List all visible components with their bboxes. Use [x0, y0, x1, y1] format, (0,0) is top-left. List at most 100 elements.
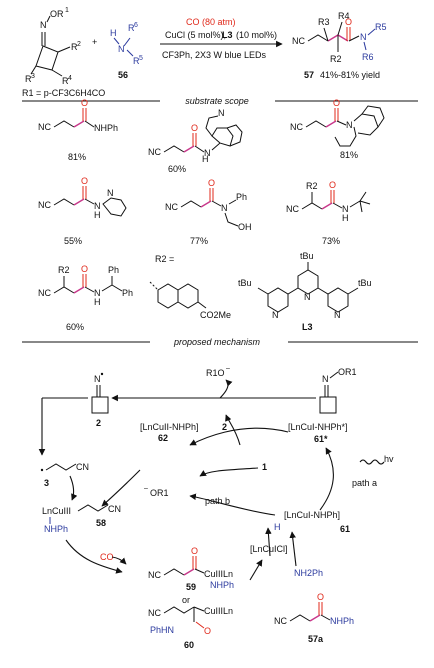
svg-text:R: R — [133, 56, 140, 66]
svg-text:R3: R3 — [318, 17, 330, 27]
svg-text:62: 62 — [158, 433, 168, 443]
svg-text:N: N — [94, 201, 101, 211]
svg-text:PhHN: PhHN — [150, 625, 174, 635]
svg-text:56: 56 — [118, 70, 128, 80]
svg-text:Ph: Ph — [236, 192, 247, 202]
svg-text:O: O — [81, 176, 88, 186]
section-substrate-scope: substrate scope — [185, 96, 249, 106]
svg-text:55%: 55% — [64, 236, 82, 246]
svg-text:CO2Me: CO2Me — [200, 310, 231, 320]
svg-text:60: 60 — [184, 640, 194, 650]
svg-text:NHPh: NHPh — [94, 123, 118, 133]
mechanism-acyl-cu3-60: NC CuIIILn PhHN O 60 — [148, 606, 233, 650]
svg-text:3: 3 — [44, 478, 49, 488]
svg-text:H: H — [342, 213, 349, 223]
svg-text:(10 mol%): (10 mol%) — [236, 30, 277, 40]
cu1-chloride: [LnCuICl] — [250, 544, 288, 554]
svg-text:R2: R2 — [58, 265, 70, 275]
scope-example-hydroxyethyl: NC O N Ph OH 77% — [165, 178, 252, 246]
svg-text:path a: path a — [352, 478, 377, 488]
svg-text:–: – — [144, 485, 148, 492]
svg-text:or: or — [182, 595, 190, 605]
svg-text:57a: 57a — [308, 634, 324, 644]
svg-text:NC: NC — [292, 36, 305, 46]
co-reagent: CO — [100, 552, 114, 562]
svg-text:N: N — [304, 292, 311, 302]
svg-text:H: H — [110, 28, 117, 38]
svg-text:R4: R4 — [338, 11, 350, 21]
svg-text:tBu: tBu — [358, 278, 372, 288]
svg-text:N: N — [272, 310, 279, 320]
oxime-nitrogen: N — [40, 20, 47, 30]
svg-text:N: N — [221, 203, 228, 213]
mechanism-radical-3: CN 3 — [40, 462, 89, 488]
svg-text:61*: 61* — [314, 434, 328, 444]
svg-text:NC: NC — [165, 202, 178, 212]
svg-text:R: R — [25, 74, 32, 84]
svg-text:tBu: tBu — [300, 251, 314, 261]
alkoxide-anion: R1O — [206, 368, 225, 378]
svg-text:N: N — [118, 44, 125, 54]
svg-text:Ph: Ph — [108, 265, 119, 275]
cu1-excited-61star: [LnCuI-NHPh*] — [288, 422, 348, 432]
mechanism-acyl-cu3-59: NC O CuIIILn NHPh 59 — [148, 546, 234, 592]
or1-anion: OR1 — [150, 488, 169, 498]
svg-text:H: H — [202, 154, 209, 164]
svg-text:CuIIILn: CuIIILn — [204, 606, 233, 616]
scope-example-benzhydryl: NC R2 O N H Ph Ph 60% — [38, 264, 133, 332]
svg-text:N: N — [342, 204, 349, 214]
svg-text:81%: 81% — [340, 150, 358, 160]
svg-text:59: 59 — [186, 582, 196, 592]
scope-example-nhph: NC O NHPh 81% — [38, 98, 118, 162]
svg-text:58: 58 — [96, 518, 106, 528]
svg-text:O: O — [204, 626, 211, 636]
mechanism-product-57a: NC O NHPh 57a — [274, 592, 354, 644]
section-proposed-mechanism: proposed mechanism — [173, 337, 261, 347]
svg-text:R2: R2 — [306, 181, 318, 191]
svg-text:2: 2 — [96, 418, 101, 428]
svg-text:R: R — [128, 23, 135, 33]
svg-text:OH: OH — [238, 222, 252, 232]
svg-text:R2: R2 — [330, 54, 342, 64]
plus-sign: + — [92, 37, 97, 47]
svg-text:CuIIILn: CuIIILn — [204, 569, 233, 579]
svg-text:R5: R5 — [375, 22, 387, 32]
svg-text:R6: R6 — [362, 52, 374, 62]
svg-text:N: N — [334, 310, 341, 320]
svg-text:3: 3 — [31, 73, 35, 80]
svg-text:L3: L3 — [302, 322, 313, 332]
mechanism-cu3-alkyl-58: LnCuIII CN NHPh 58 — [42, 504, 121, 534]
svg-text:N: N — [360, 32, 367, 42]
svg-text:NC: NC — [286, 204, 299, 214]
svg-text:N: N — [218, 108, 225, 118]
svg-text:tBu: tBu — [238, 278, 252, 288]
svg-text:NC: NC — [38, 200, 51, 210]
reactant-amine-56: H N R 6 R 5 56 — [110, 22, 143, 80]
svg-text:R: R — [62, 76, 69, 86]
svg-text:[LnCuI-NHPh]: [LnCuI-NHPh] — [284, 510, 340, 520]
svg-text:O: O — [208, 178, 215, 188]
svg-text:2: 2 — [77, 41, 81, 48]
svg-text:NHPh: NHPh — [330, 616, 354, 626]
svg-text:O: O — [81, 98, 88, 108]
svg-text:73%: 73% — [322, 236, 340, 246]
svg-text:–: – — [226, 365, 230, 372]
svg-text:CN: CN — [108, 504, 121, 514]
svg-text:O: O — [329, 180, 336, 190]
svg-text:5: 5 — [139, 55, 143, 62]
svg-text:NC: NC — [148, 570, 161, 580]
svg-text:NC: NC — [148, 608, 161, 618]
svg-text:O: O — [333, 98, 340, 108]
aniline: NH2Ph — [294, 568, 323, 578]
scope-example-tetrahydroquinoline: NC O N 81% — [290, 98, 385, 160]
svg-text:LnCuIII: LnCuIII — [42, 506, 71, 516]
svg-text:H: H — [94, 297, 101, 307]
svg-text:NC: NC — [290, 122, 303, 132]
svg-text:60%: 60% — [66, 322, 84, 332]
mechanism-iminyl-radical-2: N 2 — [91, 372, 109, 428]
mechanism-oxime-start: N OR1 — [319, 367, 357, 414]
svg-text:NC: NC — [274, 616, 287, 626]
svg-text:CuCl (5 mol%),: CuCl (5 mol%), — [165, 30, 226, 40]
scope-example-aminoquinoline: NC O H N N 60% — [148, 108, 243, 174]
